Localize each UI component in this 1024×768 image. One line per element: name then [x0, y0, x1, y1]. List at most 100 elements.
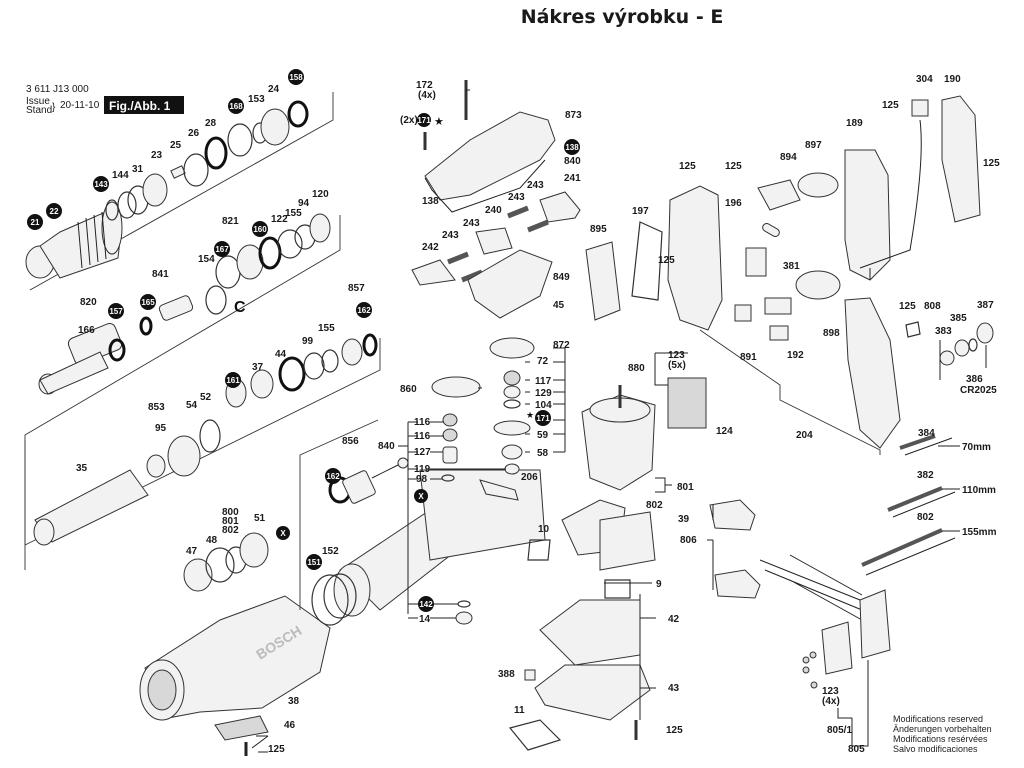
svg-text:853: 853 [148, 402, 165, 413]
ring-152 [323, 573, 357, 619]
svg-text:155: 155 [285, 208, 302, 219]
part-241 [539, 191, 581, 223]
ring-98 [441, 474, 455, 482]
badge-161: 161 [225, 372, 241, 388]
svg-text:X: X [280, 529, 286, 538]
housing-42 [539, 599, 641, 666]
svg-text:152: 152 [322, 546, 339, 557]
part-388 [524, 669, 536, 681]
chuck-nose-cone [25, 201, 123, 279]
svg-text:22: 22 [50, 207, 59, 216]
part-383 [939, 350, 955, 366]
svg-text:381: 381 [783, 261, 800, 272]
spring-44 [278, 356, 306, 392]
svg-text:26: 26 [188, 128, 200, 139]
svg-text:165: 165 [141, 298, 155, 307]
svg-text:894: 894 [780, 152, 797, 163]
spring-243a [507, 205, 529, 219]
svg-text:151: 151 [307, 558, 321, 567]
figure-label: Fig./Abb. 1 [109, 99, 171, 113]
note-de: Änderungen vorbehalten [893, 724, 992, 734]
screw-123d [810, 681, 818, 689]
badge-21: 21 [27, 214, 43, 230]
part-192 [769, 325, 789, 341]
svg-text:382: 382 [917, 470, 934, 481]
handle-half-right [844, 297, 901, 449]
svg-text:206: 206 [521, 472, 538, 483]
svg-text:820: 820 [80, 297, 97, 308]
ring-142 [457, 600, 471, 608]
ring-168 [227, 123, 253, 157]
part-898 [795, 270, 841, 300]
svg-text:9: 9 [656, 579, 662, 590]
svg-text:35: 35 [76, 463, 88, 474]
svg-text:192: 192 [787, 350, 804, 361]
svg-text:143: 143 [94, 180, 108, 189]
ring-167 [215, 255, 241, 289]
part-806b [714, 569, 761, 599]
svg-text:59: 59 [537, 430, 549, 441]
part-240 [475, 227, 513, 255]
badge-171a: 171 [417, 113, 431, 127]
svg-text:805: 805 [848, 744, 865, 755]
star-icon-171a: ★ [434, 116, 444, 128]
part-labels: 144 31 23 25 26 28 153 24 821 122 155 94… [76, 74, 1000, 755]
svg-text:385: 385 [950, 313, 967, 324]
svg-text:153: 153 [248, 94, 265, 105]
svg-text:808: 808 [924, 301, 941, 312]
svg-text:28: 28 [205, 118, 217, 129]
oring-165 [139, 316, 153, 336]
part-897 [797, 172, 839, 198]
svg-text:44: 44 [275, 349, 287, 360]
cable-length-802: 155mm [962, 527, 997, 538]
svg-text:37: 37 [252, 362, 264, 373]
svg-text:197: 197 [632, 206, 649, 217]
svg-text:386: 386 [966, 374, 983, 385]
part-39b [599, 511, 656, 571]
svg-text:856: 856 [342, 436, 359, 447]
part-196 [762, 223, 780, 237]
ring-155b [321, 349, 339, 373]
screw-123c [802, 666, 810, 674]
piston-856 [328, 457, 409, 504]
svg-text:387: 387 [977, 300, 994, 311]
svg-text:243: 243 [442, 230, 459, 241]
gear-58 [501, 444, 523, 460]
ring-154 [205, 285, 227, 315]
gear-860 [431, 376, 481, 398]
figure-label-box [104, 96, 184, 114]
svg-text:142: 142 [419, 600, 433, 609]
svg-text:166: 166 [78, 325, 95, 336]
svg-text:25: 25 [170, 140, 182, 151]
svg-text:162: 162 [326, 472, 340, 481]
badge-160: 160 [252, 221, 268, 237]
svg-text:154: 154 [198, 254, 215, 265]
bearing-116a [442, 413, 458, 427]
svg-text:243: 243 [527, 180, 544, 191]
ring-26 [183, 153, 209, 187]
svg-text:204: 204 [796, 430, 813, 441]
badge-x2: X [414, 489, 428, 503]
motor [581, 385, 656, 491]
svg-text:167: 167 [215, 245, 229, 254]
svg-text:125: 125 [983, 158, 1000, 169]
svg-text:98: 98 [416, 474, 428, 485]
svg-text:304: 304 [916, 74, 933, 85]
svg-text:43: 43 [668, 683, 680, 694]
svg-text:802: 802 [646, 500, 663, 511]
svg-text:24: 24 [268, 84, 280, 95]
handle-189 [844, 149, 891, 281]
svg-text:104: 104 [535, 400, 552, 411]
svg-text:155: 155 [318, 323, 335, 334]
part-24 [260, 108, 290, 146]
part-820-body [39, 351, 109, 395]
svg-text:125: 125 [882, 100, 899, 111]
svg-text:54: 54 [186, 400, 198, 411]
svg-text:162: 162 [357, 306, 371, 315]
svg-text:872: 872 [553, 340, 570, 351]
svg-text:X: X [418, 492, 424, 501]
part-37 [250, 369, 274, 399]
stand-label: Stand [26, 105, 52, 116]
svg-text:172: 172 [416, 80, 433, 91]
